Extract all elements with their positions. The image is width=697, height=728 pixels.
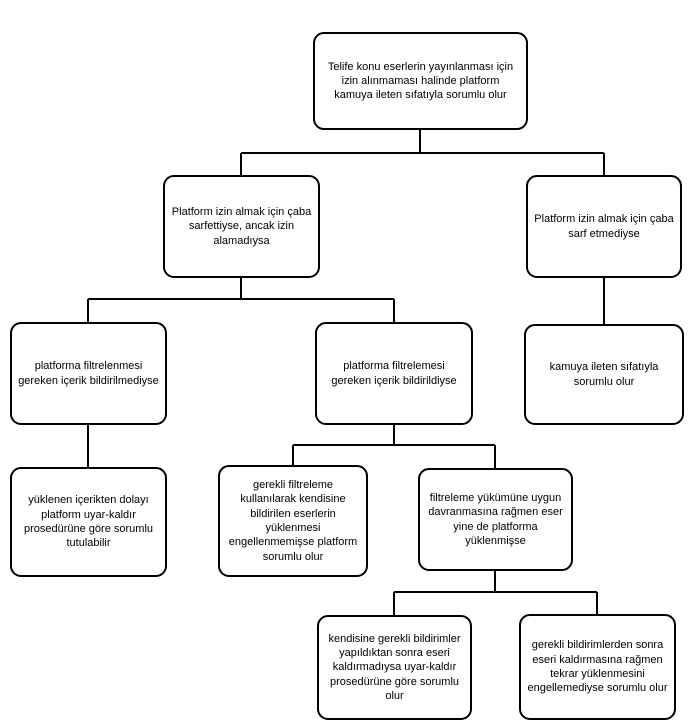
node-label: Platform izin almak için çaba sarfettiys…: [171, 206, 312, 247]
node-content-notified: platforma filtrelemesi gereken içerik bi…: [315, 322, 473, 425]
node-label: filtreleme yükümüne uygun davranmasına r…: [428, 491, 563, 547]
node-reupload-not-prevented: gerekli bildirimlerden sonra eseri kaldı…: [519, 614, 676, 720]
node-label: gerekli bildirimlerden sonra eseri kaldı…: [527, 639, 668, 695]
node-content-not-notified: platforma filtrelenmesi gereken içerik b…: [10, 322, 167, 425]
connector-notified-to-level4: [292, 425, 496, 468]
node-not-removed: kendisine gerekli bildirimler yapıldıkta…: [317, 615, 472, 720]
node-label: gerekli filtreleme kullanılarak kendisin…: [228, 479, 358, 563]
node-label: kendisine gerekli bildirimler yapıldıkta…: [328, 632, 461, 702]
node-label: yüklenen içerikten dolayı platform uyar-…: [23, 494, 154, 550]
node-label: Telife konu eserlerin yayınlanması için …: [327, 60, 514, 102]
node-notice-takedown: yüklenen içerikten dolayı platform uyar-…: [10, 467, 167, 577]
connector-root-to-level2: [240, 130, 605, 175]
node-uploaded-despite-filtering: filtreleme yükümüne uygun davranmasına r…: [418, 468, 573, 571]
node-filtering-failed: gerekli filtreleme kullanılarak kendisin…: [218, 465, 368, 577]
node-no-effort: Platform izin almak için çaba sarf etmed…: [526, 175, 682, 278]
node-label: Platform izin almak için çaba sarf etmed…: [534, 213, 674, 240]
connector-effort-made-to-level3: [87, 278, 395, 322]
node-label: platforma filtrelenmesi gereken içerik b…: [18, 360, 159, 387]
node-root: Telife konu eserlerin yayınlanması için …: [313, 32, 528, 130]
node-liable-as-communicator: kamuya ileten sıfatıyla sorumlu olur: [524, 324, 684, 425]
node-label: platforma filtrelemesi gereken içerik bi…: [331, 360, 457, 387]
connector-uploaded-despite-filtering-to-level5: [393, 571, 598, 615]
node-label: kamuya ileten sıfatıyla sorumlu olur: [549, 361, 659, 388]
node-effort-made: Platform izin almak için çaba sarfettiys…: [163, 175, 320, 278]
